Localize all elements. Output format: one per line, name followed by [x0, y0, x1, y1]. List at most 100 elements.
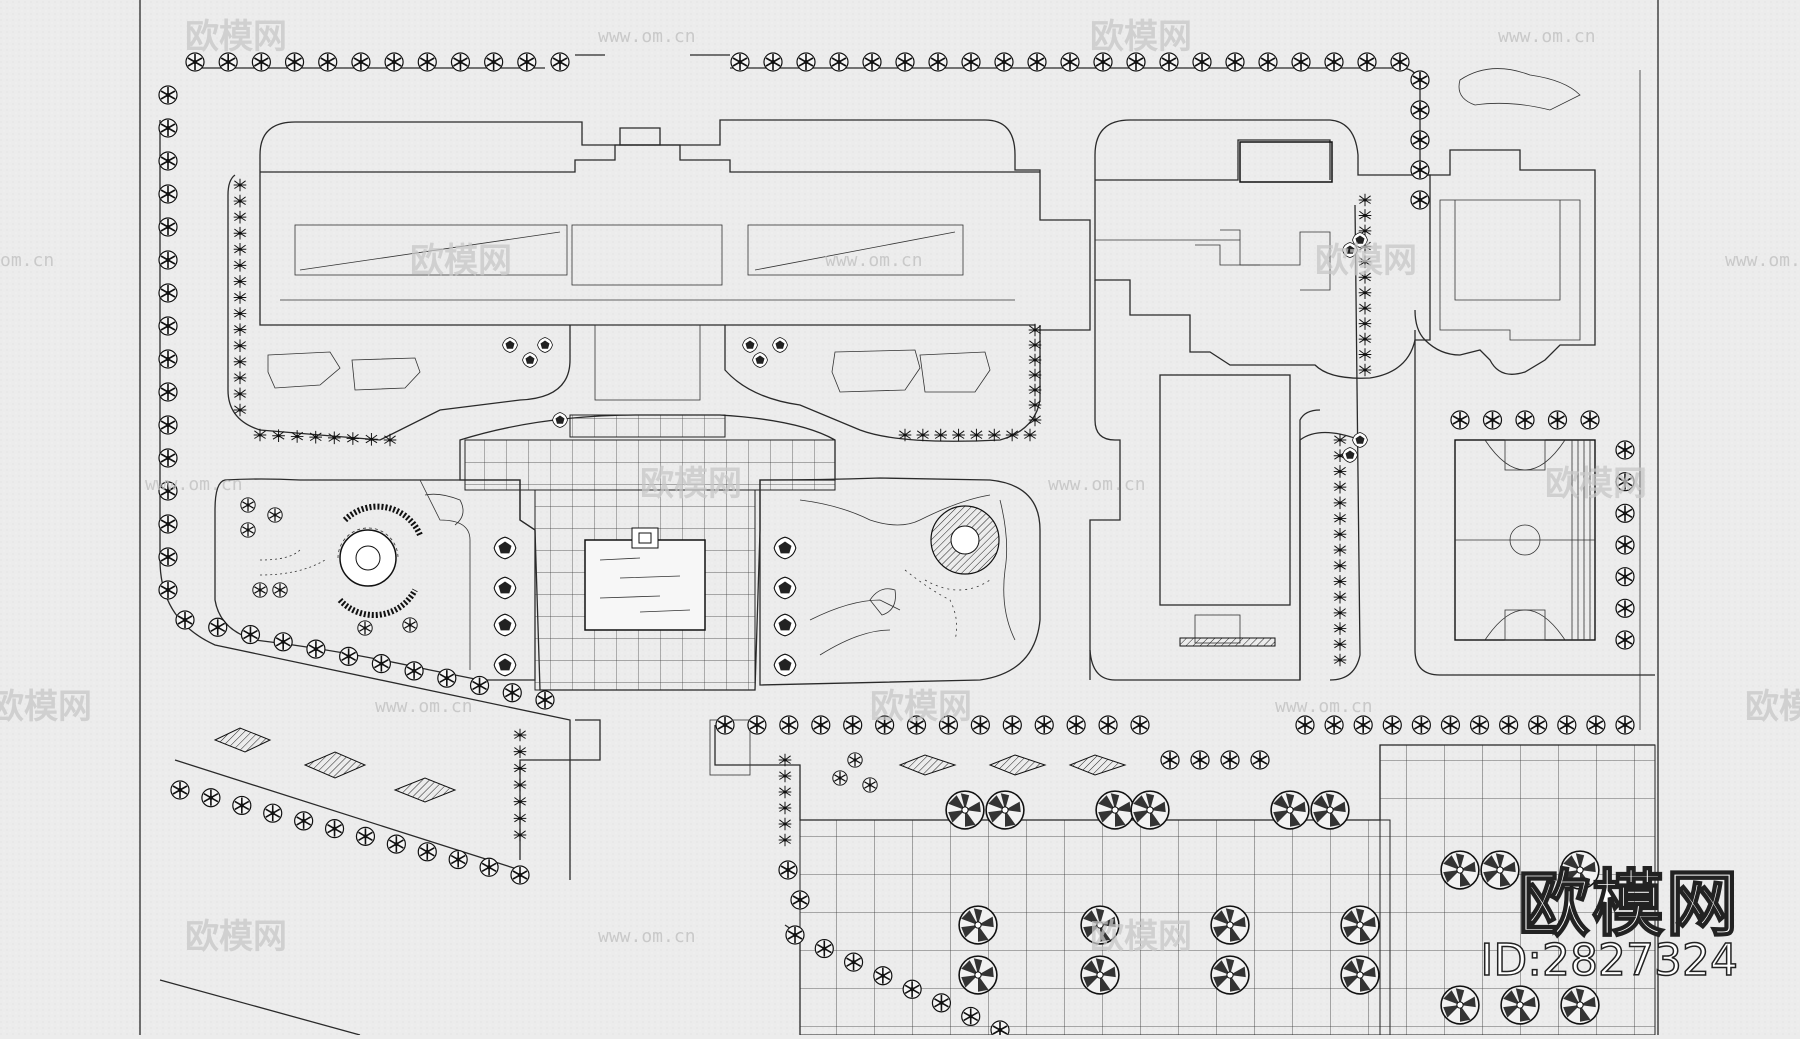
watermark-tile: 欧模网	[1090, 17, 1192, 57]
tree-symbol-icon	[902, 979, 922, 1000]
tree-symbol-icon	[829, 52, 849, 72]
tree-symbol-icon	[1130, 715, 1150, 735]
tree-symbol-icon	[1258, 52, 1278, 72]
tree-symbol-icon	[958, 955, 998, 995]
svg-text:欧模网: 欧模网	[185, 17, 287, 57]
tree-symbol-icon	[232, 795, 252, 816]
tree-symbol-icon	[1469, 715, 1490, 735]
tree-symbol-icon	[284, 52, 305, 72]
tree-symbol-icon	[207, 617, 228, 638]
tree-symbol-icon	[1295, 715, 1315, 735]
tree-symbol-icon	[450, 52, 471, 72]
tree-symbol-icon	[1450, 410, 1470, 430]
tree-symbol-icon	[1560, 985, 1600, 1025]
tree-symbol-icon	[417, 52, 438, 72]
svg-text:欧模网: 欧模网	[1315, 241, 1417, 281]
tree-symbol-icon	[517, 52, 537, 72]
tree-symbol-icon	[384, 52, 404, 72]
svg-text:欧模网: 欧模网	[410, 241, 512, 281]
tree-symbol-icon	[170, 780, 190, 800]
tree-symbol-icon	[1615, 715, 1635, 735]
brand-logo: 欧模网	[1517, 861, 1740, 947]
sports-area	[1414, 68, 1655, 676]
tree-symbol-icon	[1527, 715, 1548, 735]
tree-symbol-icon	[1615, 566, 1635, 587]
tree-symbol-icon	[895, 52, 915, 72]
tree-symbol-icon	[535, 690, 555, 710]
tree-symbol-icon	[1190, 750, 1210, 770]
tree-symbol-icon	[1291, 52, 1311, 72]
tree-symbol-icon	[843, 952, 864, 972]
watermark-tile: 欧模网	[185, 917, 287, 957]
watermark-url: www.om.cn	[598, 926, 696, 947]
tree-symbol-icon	[873, 965, 893, 986]
tree-symbol-icon	[1515, 410, 1535, 430]
tree-symbol-icon	[1340, 905, 1380, 945]
tree-symbol-icon	[1210, 905, 1250, 945]
tree-symbol-icon	[1324, 52, 1344, 72]
watermark-url: www.om.cn	[1275, 696, 1373, 717]
tree-symbol-icon	[479, 857, 499, 878]
tree-symbol-icon	[847, 752, 863, 768]
tree-symbol-icon	[862, 777, 878, 793]
svg-text:欧模网: 欧模网	[1090, 17, 1192, 57]
tree-symbol-icon	[1482, 410, 1503, 430]
tree-symbol-icon	[1586, 715, 1606, 735]
tree-symbol-icon	[990, 1020, 1010, 1039]
tree-symbol-icon	[293, 811, 314, 831]
east-building	[1089, 119, 1431, 681]
tree-symbol-icon	[1615, 630, 1635, 650]
running-track	[1571, 440, 1591, 640]
svg-text:欧模网: 欧模网	[185, 917, 287, 957]
watermark-url: www.om.cn	[1048, 474, 1146, 495]
tree-symbol-icon	[814, 938, 835, 959]
tree-symbol-icon	[1225, 52, 1245, 72]
watermark-url: www.om.cn	[825, 250, 923, 271]
watermark-tile: 欧模网	[870, 687, 972, 727]
tree-symbol-icon	[469, 675, 490, 696]
tree-symbol-icon	[961, 52, 981, 72]
tree-symbol-icon	[1220, 750, 1240, 770]
tree-symbol-icon	[158, 382, 178, 402]
tree-symbol-icon	[402, 617, 418, 633]
tree-symbol-icon	[201, 787, 221, 808]
tree-symbol-icon	[240, 497, 256, 513]
tree-symbol-icon	[985, 790, 1025, 830]
tree-symbol-icon	[158, 415, 178, 435]
tree-symbol-icon	[960, 1006, 981, 1027]
tree-symbol-icon	[1615, 535, 1635, 555]
watermark-url: www.om.cn	[598, 26, 696, 47]
svg-text:欧模网: 欧模网	[1090, 917, 1192, 957]
tree-symbol-icon	[158, 85, 178, 105]
tree-symbol-icon	[240, 624, 261, 645]
tree-symbol-icon	[158, 151, 178, 171]
tree-symbol-icon	[715, 715, 735, 735]
tree-symbol-icon	[355, 826, 376, 847]
tree-symbol-icon	[1410, 190, 1430, 210]
tree-symbol-icon	[958, 905, 998, 945]
tree-symbol-icon	[970, 715, 991, 735]
tree-symbol-icon	[351, 52, 371, 72]
watermark-tile: 欧模网	[185, 17, 287, 57]
tree-symbol-icon	[1002, 715, 1023, 735]
tree-symbol-icon	[1440, 985, 1480, 1025]
tree-symbol-icon	[1390, 52, 1410, 72]
tree-symbol-icon	[747, 715, 767, 735]
tree-symbol-icon	[158, 184, 178, 204]
tree-symbol-icon	[158, 316, 178, 336]
tree-symbol-icon	[1160, 750, 1180, 770]
tree-symbol-icon	[158, 217, 178, 237]
tree-symbol-icon	[779, 715, 799, 735]
tree-symbol-icon	[1310, 790, 1350, 830]
watermark-url: www.om.cn	[145, 474, 243, 495]
tree-symbol-icon	[317, 52, 338, 72]
tree-symbol-icon	[928, 52, 948, 72]
tree-symbol-icon	[1410, 100, 1430, 120]
watermark-tile: 欧模网	[410, 241, 512, 281]
tree-symbol-icon	[810, 715, 831, 735]
tree-symbol-icon	[1615, 440, 1635, 460]
tree-symbol-icon	[357, 620, 373, 636]
tree-symbol-icon	[1034, 715, 1055, 735]
svg-text:欧模网: 欧模网	[640, 464, 742, 504]
